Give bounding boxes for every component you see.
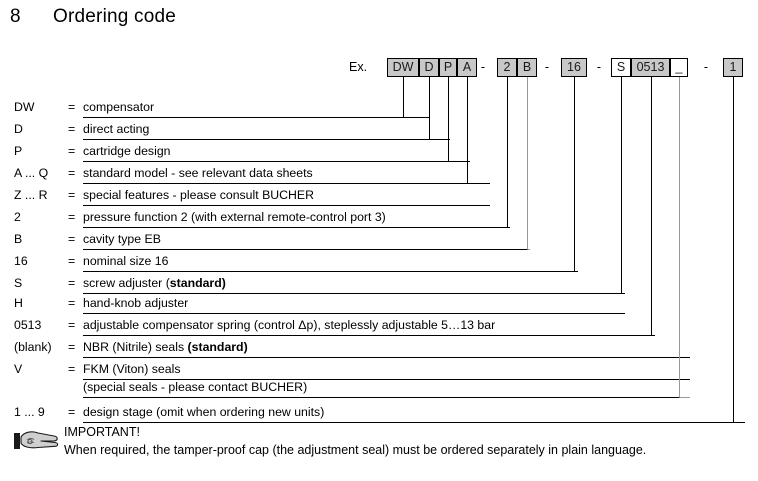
row-code: 16	[14, 254, 28, 268]
heading-section-number: 8	[10, 6, 21, 27]
row-equals: =	[68, 254, 76, 268]
row-description: cartridge design	[83, 144, 171, 158]
row-description: FKM (Viton) seals	[83, 362, 181, 376]
row-equals: =	[68, 100, 76, 114]
row-description-emphasis: standard)	[169, 276, 226, 290]
row-code: 2	[14, 210, 21, 224]
code-box-s[interactable]: S	[611, 58, 631, 77]
row-equals: =	[68, 122, 76, 136]
row-code: V	[14, 362, 23, 376]
row-description: special features - please consult BUCHER	[83, 188, 315, 202]
row-description: standard model - see relevant data sheet…	[83, 166, 313, 180]
row-description: compensator	[83, 100, 155, 114]
code-box-0513[interactable]: 0513	[631, 58, 670, 77]
code-box-d[interactable]: D	[419, 58, 439, 77]
row-description: nominal size 16	[83, 254, 169, 268]
code-separator-dash: -	[480, 60, 486, 74]
code-box-p[interactable]: P	[439, 58, 457, 77]
row-equals: =	[68, 188, 76, 202]
row-description: pressure function 2 (with external remot…	[83, 210, 386, 224]
row-description: direct acting	[83, 122, 150, 136]
row-code: P	[14, 144, 23, 158]
pointing-hand-icon	[14, 431, 59, 449]
row-equals: =	[68, 166, 76, 180]
code-box-2[interactable]: 2	[497, 58, 517, 77]
row-code: DW	[14, 100, 35, 114]
example-label: Ex.	[349, 60, 368, 74]
row-code: A ... Q	[14, 166, 49, 180]
row-equals: =	[68, 362, 76, 376]
row-code: 1 ... 9	[14, 405, 45, 419]
row-equals: =	[68, 210, 76, 224]
row-equals: =	[68, 340, 76, 354]
code-box-16[interactable]: 16	[561, 58, 587, 77]
row-code: S	[14, 276, 23, 290]
row-equals: =	[68, 296, 76, 310]
row-equals: =	[68, 276, 76, 290]
code-box-dw[interactable]: DW	[387, 58, 419, 77]
code-box-a[interactable]: A	[457, 58, 477, 77]
row-description: adjustable compensator spring (control Δ…	[83, 318, 496, 332]
row-description: hand-knob adjuster	[83, 296, 189, 310]
note-body: When required, the tamper-proof cap (the…	[64, 443, 647, 457]
code-box-b[interactable]: B	[517, 58, 537, 77]
code-separator-dash: -	[596, 60, 602, 74]
row-description: NBR (Nitrile) seals (standard)	[83, 340, 248, 354]
row-description-emphasis: (standard)	[187, 340, 248, 354]
page-title: Ordering code	[53, 6, 177, 27]
row-equals: =	[68, 144, 76, 158]
row-code: Z ... R	[14, 188, 48, 202]
row-code: H	[14, 296, 23, 310]
row-description: design stage (omit when ordering new uni…	[83, 405, 325, 419]
code-box-blank[interactable]: _	[670, 58, 688, 77]
row-equals: =	[68, 405, 76, 419]
row-description: cavity type EB	[83, 232, 161, 246]
code-box-1[interactable]: 1	[723, 58, 743, 77]
note-title: IMPORTANT!	[64, 425, 140, 439]
row-equals: =	[68, 232, 76, 246]
row-code: B	[14, 232, 23, 246]
row-code: D	[14, 122, 23, 136]
code-separator-dash: -	[703, 60, 709, 74]
code-separator-dash: -	[544, 60, 550, 74]
row-description: screw adjuster (standard)	[83, 276, 226, 290]
row-code: 0513	[14, 318, 42, 332]
row-description: (special seals - please contact BUCHER)	[83, 380, 308, 394]
row-equals: =	[68, 318, 76, 332]
row-code: (blank)	[14, 340, 52, 354]
